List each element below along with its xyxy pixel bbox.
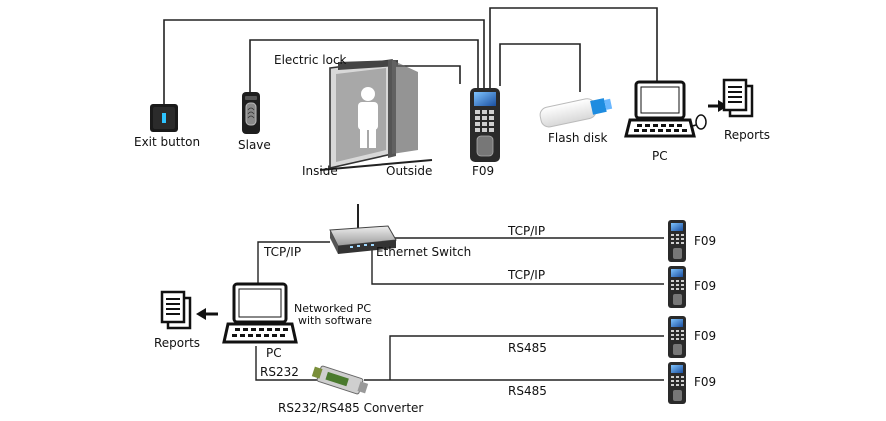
pc-icon <box>624 80 707 138</box>
wire-switch-f09-2 <box>371 250 664 285</box>
wire-slave <box>249 39 479 92</box>
arrow-left-icon <box>196 308 218 320</box>
pc-label: PC <box>652 149 668 163</box>
rs232-label: RS232 <box>260 365 299 379</box>
f09-terminal-1-icon <box>668 220 686 262</box>
exit-button-icon <box>150 104 178 132</box>
slave-reader-icon <box>242 92 260 134</box>
f09-terminal-4-icon <box>668 362 686 404</box>
f09-label: F09 <box>472 164 495 178</box>
door-icon <box>319 59 433 171</box>
person-icon <box>358 87 378 148</box>
reports-label: Reports <box>724 128 771 142</box>
f09-terminal-3-icon <box>668 316 686 358</box>
tcpip-pc-label: TCP/IP <box>264 245 302 259</box>
wire-exit-button <box>163 19 485 104</box>
f09-terminal-4-label: F09 <box>694 375 717 389</box>
reports-document-icon <box>722 78 754 118</box>
exit-button-label: Exit button <box>134 135 201 149</box>
converter-icon <box>311 365 369 395</box>
wire-pc-converter <box>255 346 318 381</box>
f09-terminal-2-label: F09 <box>694 279 717 293</box>
networked-pc-icon <box>222 282 298 344</box>
f09-terminal-icon <box>470 88 500 162</box>
wire-flash-disk <box>499 43 581 92</box>
inside-label: Inside <box>302 164 338 178</box>
wire-converter-f09-3 <box>389 335 664 380</box>
f09-terminal-1-label: F09 <box>694 234 717 248</box>
converter-label: RS232/RS485 Converter <box>278 401 424 415</box>
slave-label: Slave <box>238 138 271 152</box>
reports-bottom-document-icon <box>160 290 192 330</box>
outside-label: Outside <box>386 164 433 178</box>
rs485-label-1: RS485 <box>508 341 547 355</box>
f09-terminal-2-icon <box>668 266 686 308</box>
networked-pc-label-line1: Networked PC <box>294 302 372 315</box>
rs485-label-2: RS485 <box>508 384 547 398</box>
wire-pc-switch <box>257 241 330 284</box>
reports-bottom-label: Reports <box>154 336 201 350</box>
flash-disk-icon <box>539 98 613 128</box>
tcpip-label-2: TCP/IP <box>508 268 546 282</box>
wire-pc <box>489 7 658 88</box>
tcpip-label-1: TCP/IP <box>508 224 546 238</box>
ethernet-switch-label: Ethernet Switch <box>376 245 472 259</box>
flash-disk-label: Flash disk <box>548 131 608 145</box>
f09-terminal-3-label: F09 <box>694 329 717 343</box>
ethernet-switch-icon <box>329 204 397 254</box>
electric-lock-label: Electric lock <box>274 53 347 67</box>
network-wiring <box>255 237 664 381</box>
networked-pc-label-line2: with software <box>298 314 373 327</box>
networked-pc-pc-label: PC <box>266 346 282 360</box>
